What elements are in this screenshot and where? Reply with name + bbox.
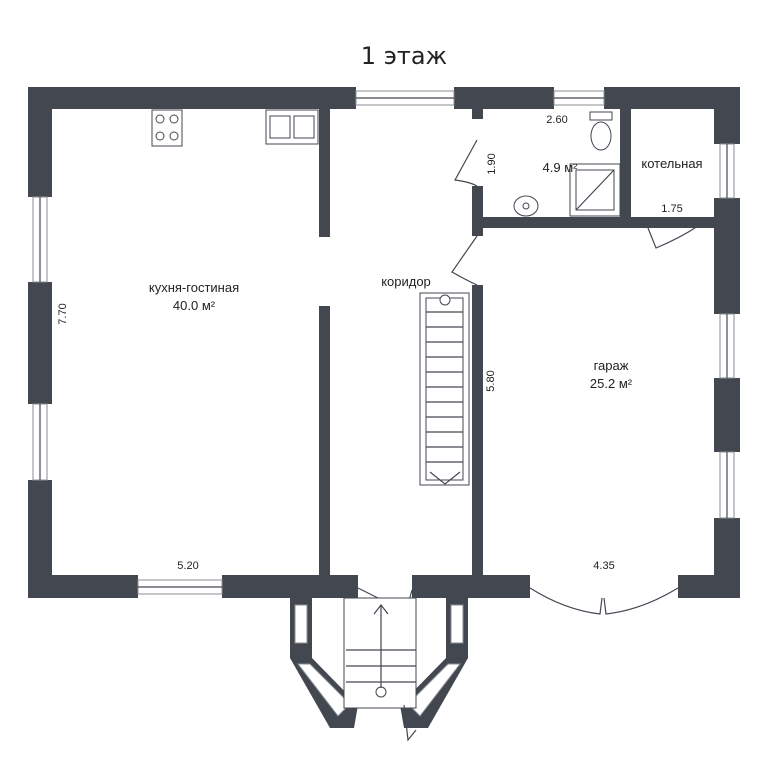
room-area-garage: 25.2 м² [590, 376, 633, 391]
room-name-corridor: коридор [381, 274, 431, 289]
room-name-boiler: котельная [641, 156, 702, 171]
porch-door [403, 704, 417, 742]
wall-corridor-garage [472, 285, 483, 575]
wall-bath-boiler [620, 109, 631, 227]
wall-left-1 [28, 87, 52, 197]
interior-walls [319, 109, 714, 575]
dim-boiler-width: 1.75 [661, 203, 682, 215]
dim-corridor-height: 5.80 [485, 370, 497, 391]
wall-top-mid [454, 87, 554, 109]
staircase [419, 292, 470, 486]
room-area-bathroom: 4.9 м² [543, 160, 579, 175]
dim-bath-width: 2.60 [546, 114, 567, 126]
door-garage-gate [529, 587, 679, 615]
wall-bath-left-bottom [472, 186, 483, 236]
dim-garage-width: 4.35 [593, 560, 614, 572]
entrance-porch [290, 597, 468, 742]
room-name-kitchen: кухня-гостиная [149, 280, 239, 295]
exterior-walls [28, 87, 740, 598]
wall-bottom-4 [678, 575, 740, 598]
wall-bottom-2 [222, 575, 358, 598]
wall-left-2 [28, 282, 52, 404]
wall-bath-bottom [472, 217, 714, 228]
room-labels: кухня-гостиная 40.0 м² коридор 4.9 м² ко… [149, 156, 703, 391]
dimension-labels: 7.70 5.20 2.60 1.90 1.75 5.80 4.35 [57, 114, 683, 572]
room-name-garage: гараж [594, 358, 629, 373]
door-garage [451, 235, 478, 286]
stair-start-marker [439, 294, 451, 306]
dim-bath-height: 1.90 [486, 153, 498, 174]
wall-right-1 [714, 87, 740, 144]
wall-right-3 [714, 378, 740, 452]
bathroom-fixtures [513, 111, 621, 217]
wall-bottom-1 [28, 575, 138, 598]
wall-bath-left-top [472, 109, 483, 119]
wall-kitchen-lower [319, 306, 330, 575]
plan-title: 1 этаж [361, 42, 447, 70]
wall-top-left [28, 87, 356, 109]
dim-kitchen-height: 7.70 [57, 303, 69, 324]
stove-icon [151, 109, 183, 147]
door-bathroom [454, 139, 478, 187]
wall-kitchen-upper [319, 109, 330, 237]
wall-bottom-3 [412, 575, 530, 598]
toilet-icon [590, 121, 612, 151]
wall-top-right [604, 87, 740, 109]
kitchen-fixtures [151, 109, 319, 147]
windows [32, 90, 735, 595]
room-area-kitchen: 40.0 м² [173, 298, 216, 313]
wall-right-2 [714, 198, 740, 314]
dim-kitchen-width: 5.20 [177, 560, 198, 572]
door-boiler [647, 225, 699, 249]
toilet-tank [589, 111, 613, 121]
